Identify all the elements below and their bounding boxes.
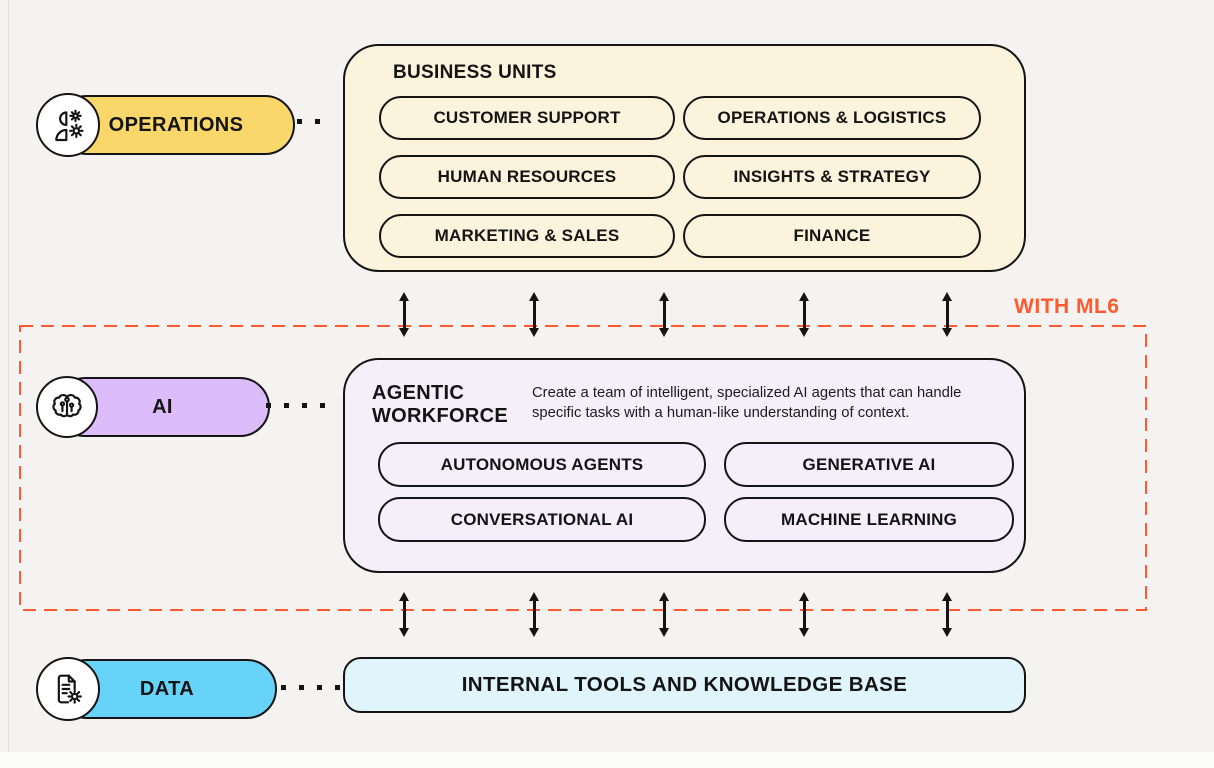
business-unit-insights-strategy: INSIGHTS & STRATEGY [683, 155, 981, 199]
ai-lane-label: AI [152, 395, 173, 418]
data-icon-circle [36, 657, 100, 721]
operations-lane-label: OPERATIONS [108, 113, 244, 136]
operations-icon-circle [36, 93, 100, 157]
bidirectional-arrow-icon [803, 601, 806, 628]
document-gear-icon [57, 674, 82, 704]
bidirectional-arrow-icon [533, 301, 536, 328]
bidirectional-arrow-icon [663, 601, 666, 628]
brain-circuit-icon [52, 393, 82, 418]
bottom-strip [0, 752, 1214, 768]
capability-conversational-ai: CONVERSATIONAL AI [378, 497, 706, 542]
internal-tools-box: INTERNAL TOOLS AND KNOWLEDGE BASE [343, 657, 1026, 713]
operations-connector-dots [297, 119, 320, 124]
internal-tools-label: INTERNAL TOOLS AND KNOWLEDGE BASE [461, 673, 908, 696]
left-edge-divider [8, 0, 9, 752]
business-units-box: BUSINESS UNITS CUSTOMER SUPPORT OPERATIO… [343, 44, 1026, 272]
with-ml6-label: WITH ML6 [1014, 295, 1120, 318]
capability-autonomous-agents: AUTONOMOUS AGENTS [378, 442, 706, 487]
bidirectional-arrow-icon [946, 601, 949, 628]
data-connector-dots [281, 685, 340, 690]
bidirectional-arrow-icon [533, 601, 536, 628]
business-unit-operations-logistics: OPERATIONS & LOGISTICS [683, 96, 981, 140]
business-unit-customer-support: CUSTOMER SUPPORT [379, 96, 675, 140]
business-units-title: BUSINESS UNITS [393, 62, 557, 83]
ai-connector-dots [266, 403, 325, 408]
business-unit-human-resources: HUMAN RESOURCES [379, 155, 675, 199]
person-gear-icon [55, 109, 84, 142]
bidirectional-arrow-icon [663, 301, 666, 328]
agentic-workforce-description: Create a team of intelligent, specialize… [532, 385, 962, 421]
business-unit-finance: FINANCE [683, 214, 981, 258]
agentic-workforce-title: AGENTIC WORKFORCE [372, 382, 509, 427]
bidirectional-arrow-icon [946, 301, 949, 328]
bidirectional-arrow-icon [403, 601, 406, 628]
agentic-workforce-box: AGENTIC WORKFORCE Create a team of intel… [343, 358, 1026, 573]
data-lane-label: DATA [139, 677, 195, 700]
ai-icon-circle [36, 376, 98, 438]
bidirectional-arrow-icon [803, 301, 806, 328]
capability-generative-ai: GENERATIVE AI [724, 442, 1014, 487]
business-unit-marketing-sales: MARKETING & SALES [379, 214, 675, 258]
capability-machine-learning: MACHINE LEARNING [724, 497, 1014, 542]
bidirectional-arrow-icon [403, 301, 406, 328]
